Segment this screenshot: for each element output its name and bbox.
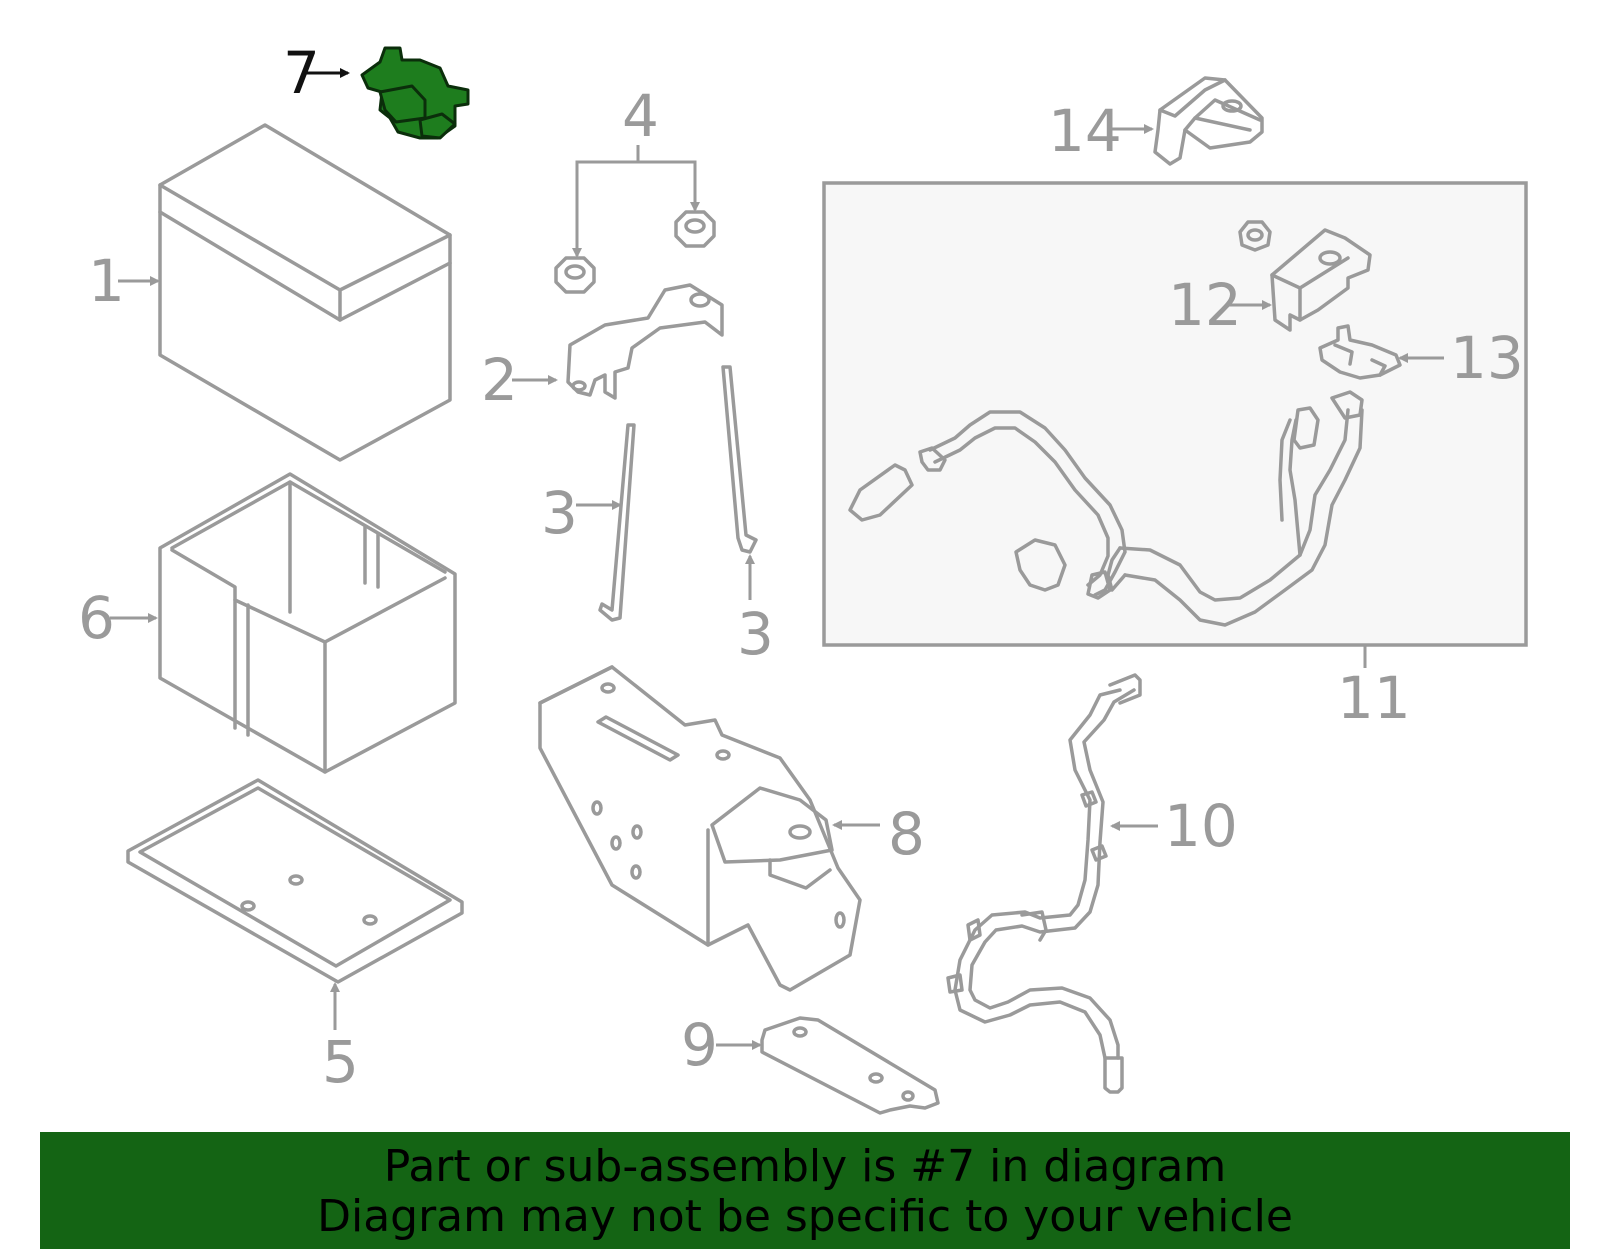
part-7-battery-sensor[interactable] [360,46,470,140]
callout-1: 1 [88,247,125,315]
callout-10: 10 [1164,792,1238,860]
callout-3a: 3 [541,479,578,547]
callout-4: 4 [622,82,659,150]
callout-9: 9 [681,1011,718,1079]
callout-8: 8 [888,800,925,868]
callout-12: 12 [1168,271,1242,339]
part-12-terminal-cover[interactable] [1238,220,1372,332]
callout-14: 14 [1048,97,1122,165]
callout-11: 11 [1337,664,1411,732]
part-14-cover[interactable] [1153,76,1264,166]
part-5-tray[interactable] [126,778,464,984]
disclaimer-banner: Part or sub-assembly is #7 in diagram Di… [40,1132,1570,1249]
callout-2: 2 [481,346,518,414]
part-11-group-box[interactable] [822,181,1528,647]
part-8-battery-bracket[interactable] [538,665,862,992]
part-1-battery[interactable] [158,123,452,462]
part-4-nuts[interactable] [554,210,716,294]
banner-line-1: Part or sub-assembly is #7 in diagram [383,1141,1227,1192]
banner-line-2: Diagram may not be specific to your vehi… [317,1191,1293,1242]
callout-6: 6 [78,584,115,652]
callout-5: 5 [322,1028,359,1096]
part-13-terminal[interactable] [1318,324,1402,380]
part-10-cable[interactable] [946,673,1142,1094]
part-11-cable-harness[interactable] [848,390,1364,627]
part-2-hold-down-clamp[interactable] [566,283,724,400]
callout-7: 7 [283,39,320,107]
callout-4-leader [575,160,697,256]
part-3-hold-down-rods[interactable] [598,365,758,622]
callout-13: 13 [1450,324,1524,392]
part-6-battery-box[interactable] [158,472,457,774]
callout-3b: 3 [737,600,774,668]
part-9-plate[interactable] [760,1016,940,1115]
